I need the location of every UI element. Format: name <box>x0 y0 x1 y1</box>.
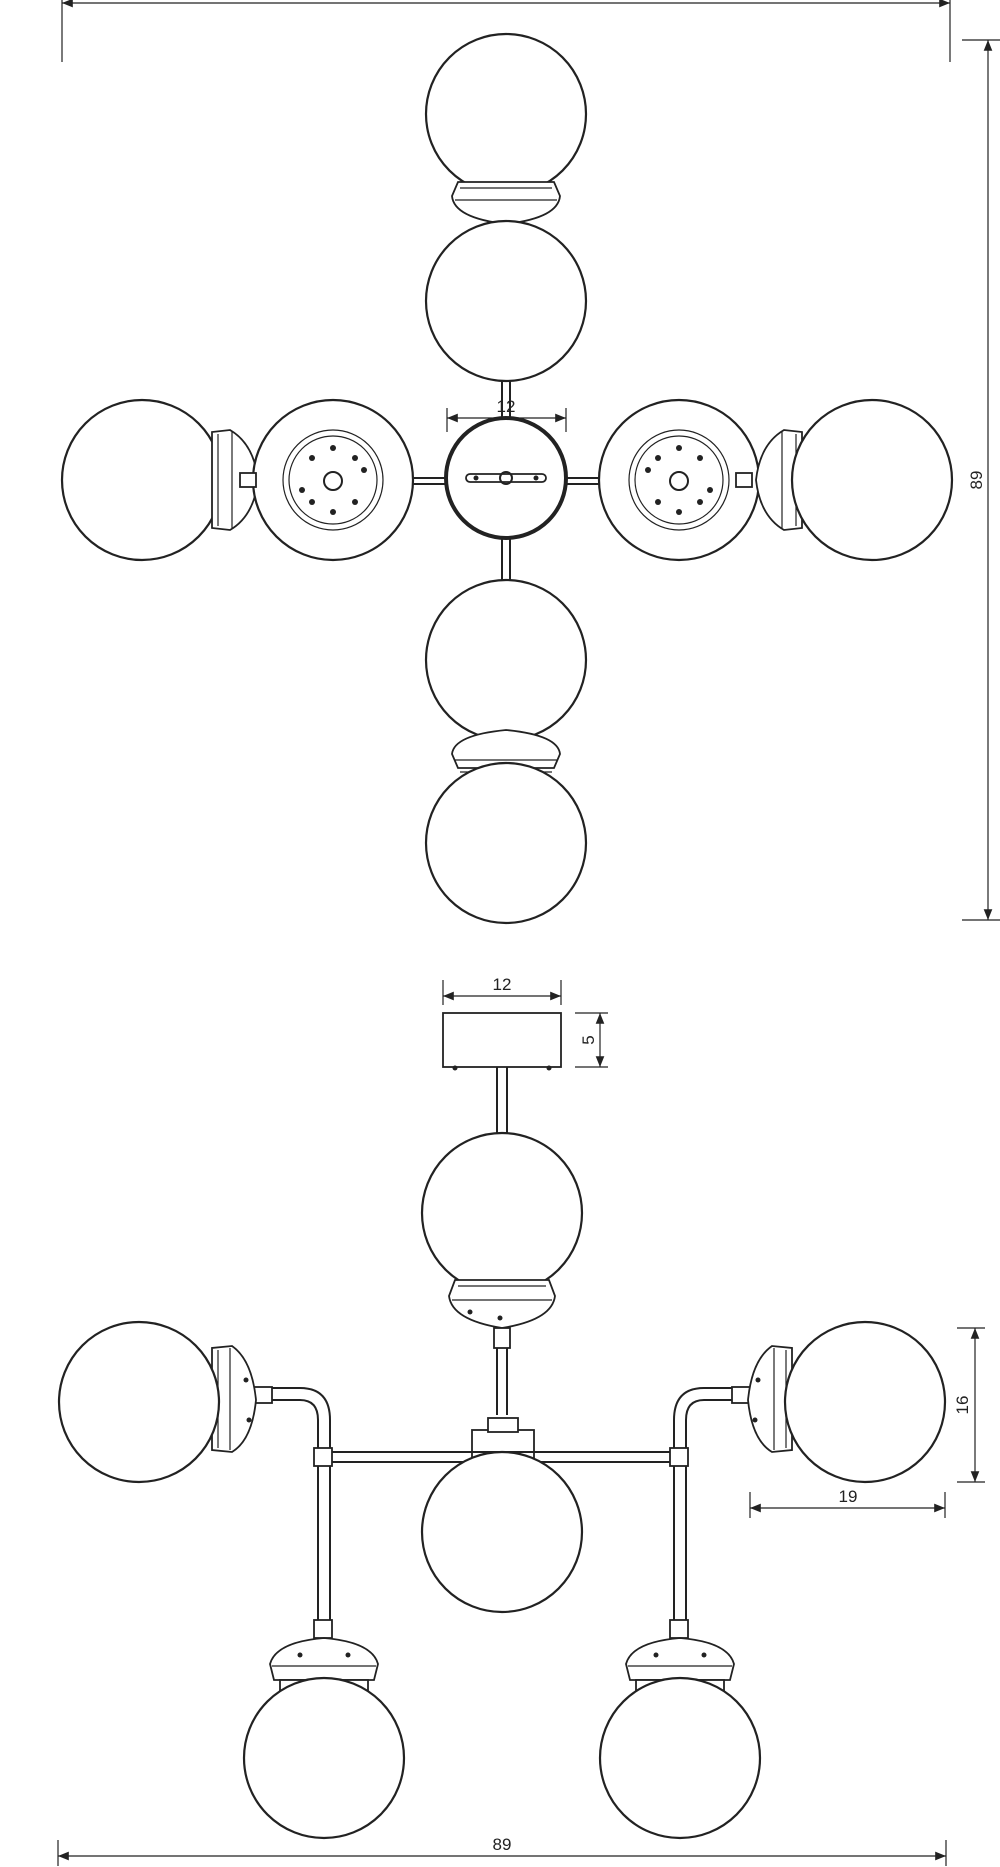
globe-cap <box>211 1345 257 1453</box>
top-canopy <box>444 416 568 540</box>
globe <box>60 398 224 562</box>
globe <box>242 1676 406 1840</box>
globe <box>790 398 954 562</box>
total-width-dimension: 89 <box>57 1835 947 1866</box>
globe <box>783 1320 947 1484</box>
top-canopy-dimension: 12 <box>446 397 567 432</box>
globe-cap <box>451 729 561 769</box>
top-left-globes <box>60 398 415 562</box>
side-right-arm <box>598 1320 947 1840</box>
top-width-dimension <box>61 0 951 62</box>
globe <box>424 32 588 196</box>
top-right-globes <box>597 398 954 562</box>
globe-cap <box>625 1637 735 1681</box>
height-dimension: 89 <box>962 39 1000 921</box>
side-canopy-height-label: 5 <box>579 1035 598 1044</box>
total-width-label: 89 <box>493 1835 512 1854</box>
side-view: 12 5 <box>57 975 985 1866</box>
top-canopy-diameter-label: 12 <box>497 397 516 416</box>
globe-width-label: 19 <box>839 1487 858 1506</box>
side-canopy: 12 5 <box>442 975 608 1071</box>
total-height-label: 89 <box>967 471 986 490</box>
globe <box>420 1450 584 1614</box>
globe <box>251 398 415 562</box>
globe <box>420 1131 584 1295</box>
globe <box>424 578 588 742</box>
globe-cap <box>747 1345 793 1453</box>
top-column-globes <box>424 32 588 925</box>
globe <box>424 761 588 925</box>
globe-height-label: 16 <box>953 1396 972 1415</box>
globe <box>598 1676 762 1840</box>
globe-cap <box>755 429 803 531</box>
top-view: 12 89 <box>60 0 1000 925</box>
globe <box>597 398 761 562</box>
globe <box>57 1320 221 1484</box>
side-canopy-width-label: 12 <box>493 975 512 994</box>
globe <box>424 219 588 383</box>
side-upper-globe <box>420 1131 584 1349</box>
globe-cap <box>269 1637 379 1681</box>
side-left-arm <box>57 1320 406 1840</box>
globe-dimensions: 16 19 <box>749 1327 985 1518</box>
globe-cap <box>448 1279 556 1329</box>
